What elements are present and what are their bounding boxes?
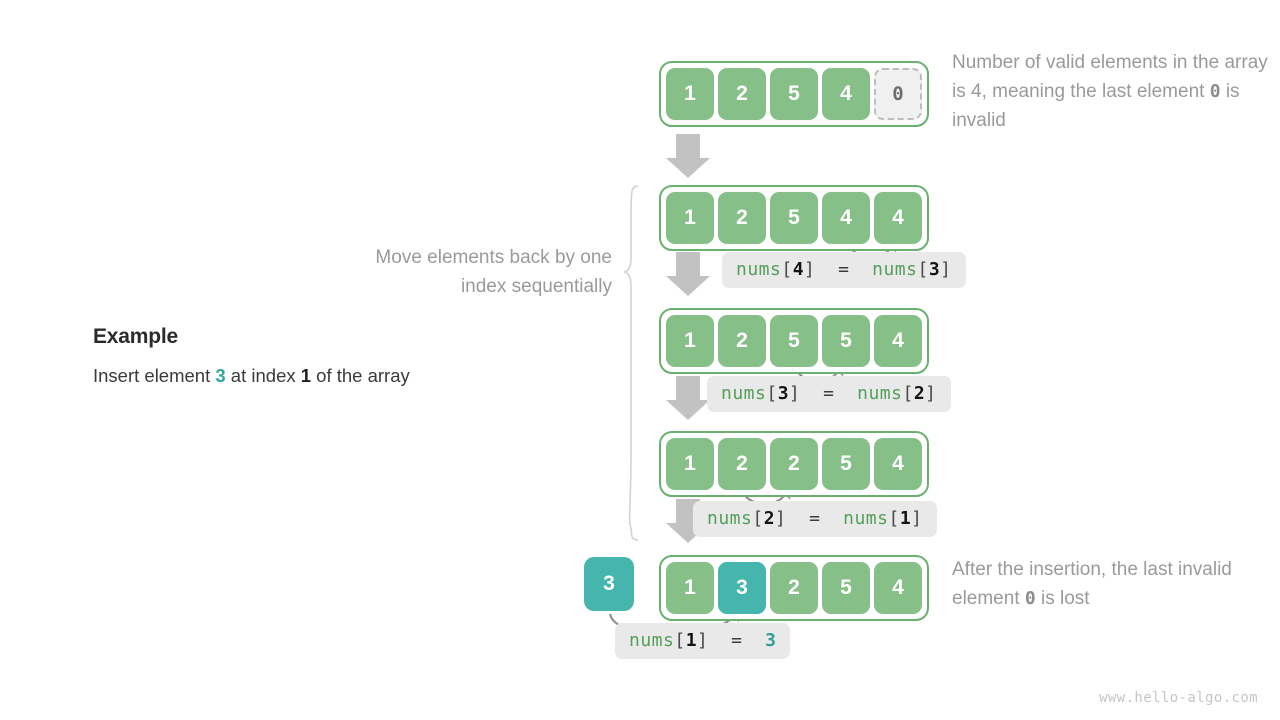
array-cell: 2 <box>718 192 766 244</box>
watermark: www.hello-algo.com <box>1099 690 1258 706</box>
array-row-shift-4: 1 2 5 4 4 <box>659 185 929 251</box>
code-bracket-close: ] <box>940 259 952 280</box>
code-ident-left: nums <box>736 259 782 280</box>
array-row-final: 1 3 2 5 4 <box>659 555 929 621</box>
code-bracket-open: [ <box>766 383 778 404</box>
code-index-left: 4 <box>792 259 805 280</box>
array-cell-invalid: 0 <box>874 68 922 120</box>
desc-insert-value: 3 <box>215 365 226 386</box>
array-cell: 4 <box>874 315 922 367</box>
code-equals: = <box>823 383 835 404</box>
code-index-right: 2 <box>913 383 926 404</box>
code-bracket-close: ] <box>804 259 816 280</box>
array-cell: 5 <box>822 562 870 614</box>
array-row-shift-3: 1 2 5 5 4 <box>659 308 929 374</box>
caption-after-insertion: After the insertion, the last invalid el… <box>952 555 1272 613</box>
array-row-initial: 1 2 5 4 0 <box>659 61 929 127</box>
array-cell: 1 <box>666 68 714 120</box>
caption-bottom-part-a: After the insertion, the last invalid el… <box>952 559 1232 609</box>
array-cell: 2 <box>718 438 766 490</box>
code-bracket-close: ] <box>789 383 801 404</box>
array-cell: 1 <box>666 562 714 614</box>
code-ident-right: nums <box>843 508 889 529</box>
page-title: Example <box>93 325 178 348</box>
code-index-left: 1 <box>685 630 698 651</box>
code-chip-nums2-nums1: nums[2] = nums[1] <box>693 501 937 537</box>
desc-prefix: Insert element <box>93 365 216 386</box>
array-cell: 2 <box>770 562 818 614</box>
code-ident-left: nums <box>629 630 675 651</box>
array-cell: 5 <box>822 315 870 367</box>
insert-value-box: 3 <box>584 557 634 611</box>
caption-top-part-c: is invalid <box>952 81 1240 131</box>
example-block: Example Insert element 3 at index 1 of t… <box>93 325 553 387</box>
array-cell: 5 <box>770 192 818 244</box>
array-cell: 4 <box>822 68 870 120</box>
code-chip-nums3-nums2: nums[3] = nums[2] <box>707 376 951 412</box>
array-cell: 4 <box>874 562 922 614</box>
array-cell: 2 <box>718 68 766 120</box>
code-space <box>820 508 843 529</box>
code-bracket-open: [ <box>902 383 914 404</box>
code-bracket-open: [ <box>888 508 900 529</box>
code-bracket-open: [ <box>917 259 929 280</box>
caption-bottom-value: 0 <box>1024 588 1036 609</box>
code-bracket-close: ] <box>925 383 937 404</box>
code-space <box>708 630 731 651</box>
caption-top-part-a: Number of valid elements in the array is… <box>952 52 1268 102</box>
code-operator <box>815 259 838 280</box>
array-cell: 5 <box>822 438 870 490</box>
code-bracket-close: ] <box>911 508 923 529</box>
code-equals: = <box>809 508 821 529</box>
code-equals: = <box>838 259 850 280</box>
array-cell-inserted: 3 <box>718 562 766 614</box>
code-bracket-open: [ <box>752 508 764 529</box>
shift-group-brace <box>623 185 639 541</box>
array-cell: 4 <box>874 192 922 244</box>
code-equals: = <box>731 630 743 651</box>
code-index-left: 2 <box>763 508 776 529</box>
caption-top-value: 0 <box>1209 81 1221 102</box>
code-ident-right: nums <box>872 259 918 280</box>
caption-valid-elements: Number of valid elements in the array is… <box>952 48 1272 135</box>
code-index-left: 3 <box>777 383 790 404</box>
array-cell: 2 <box>770 438 818 490</box>
code-ident-left: nums <box>721 383 767 404</box>
array-cell: 5 <box>770 68 818 120</box>
array-cell: 1 <box>666 315 714 367</box>
array-cell: 1 <box>666 192 714 244</box>
array-cell: 5 <box>770 315 818 367</box>
code-bracket-open: [ <box>674 630 686 651</box>
example-description: Insert element 3 at index 1 of the array <box>93 365 553 387</box>
desc-insert-index: 1 <box>300 365 312 386</box>
array-cell: 2 <box>718 315 766 367</box>
caption-bottom-part-c: is lost <box>1035 588 1090 609</box>
code-bracket-close: ] <box>697 630 709 651</box>
down-arrow-1 <box>666 134 710 178</box>
array-cell: 4 <box>874 438 922 490</box>
code-space <box>849 259 872 280</box>
desc-suffix: of the array <box>311 365 410 386</box>
code-space <box>800 383 823 404</box>
code-bracket-close: ] <box>775 508 787 529</box>
array-row-shift-2: 1 2 2 5 4 <box>659 431 929 497</box>
code-index-right: 1 <box>899 508 912 529</box>
code-chip-nums1-value: nums[1] = 3 <box>615 623 791 659</box>
array-cell: 4 <box>822 192 870 244</box>
caption-move-elements: Move elements back by one index sequenti… <box>375 247 612 297</box>
array-cell: 1 <box>666 438 714 490</box>
code-literal-value: 3 <box>765 630 777 651</box>
down-arrow-3 <box>666 376 710 420</box>
code-ident-right: nums <box>857 383 903 404</box>
code-chip-nums4-nums3: nums[4] = nums[3] <box>722 252 966 288</box>
code-ident-left: nums <box>707 508 753 529</box>
code-space <box>742 630 765 651</box>
code-space <box>834 383 857 404</box>
desc-middle: at index <box>225 365 301 386</box>
down-arrow-2 <box>666 252 710 296</box>
code-bracket-open: [ <box>781 259 793 280</box>
code-index-right: 3 <box>928 259 941 280</box>
code-space <box>786 508 809 529</box>
